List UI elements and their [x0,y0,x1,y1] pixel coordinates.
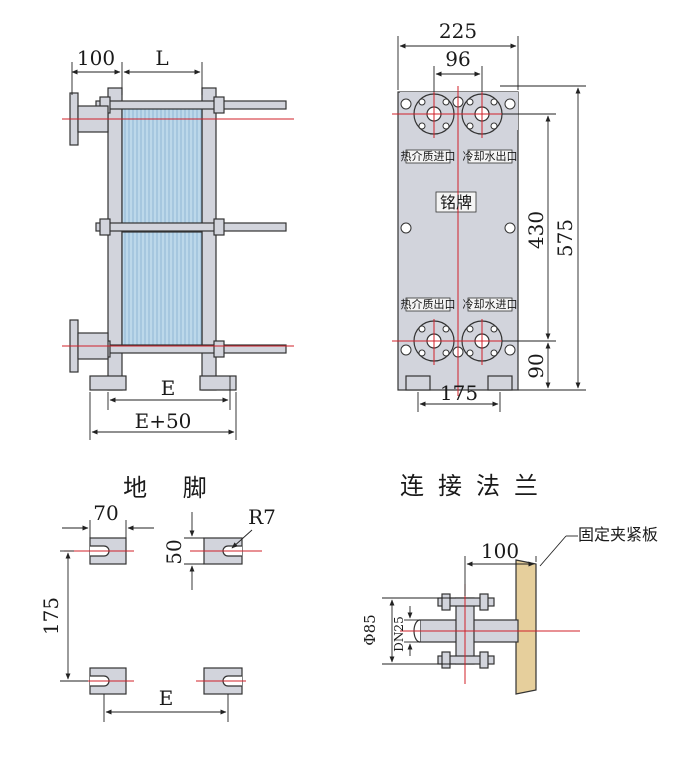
dim-front-430: 430 [524,211,548,249]
label-cold-out: 冷却水出口 [463,149,518,163]
dim-flange-100: 100 [481,539,519,563]
label-hot-in: 热介质进口 [401,150,456,163]
side-view [62,62,294,440]
label-hot-out: 热介质出口 [401,297,456,311]
dim-feet-50: 50 [162,539,186,564]
dim-side-L: L [155,46,168,70]
plate-pack-lower [121,231,203,351]
dim-side-E50: E+50 [135,409,192,433]
dim-feet-E: E [159,686,174,710]
dim-side-left: 100 [77,46,115,70]
label-clamp-plate: 固定夹紧板 [578,525,658,544]
dim-feet-70: 70 [93,501,118,525]
base-foot-left [89,375,127,391]
flange-bolts [437,593,495,669]
feet-title: 地 脚 [123,474,221,502]
dim-front-575: 575 [553,219,577,257]
dim-front-90: 90 [524,353,548,378]
dim-front-175: 175 [440,381,478,405]
plate-pack-upper [121,103,203,225]
dim-side-E: E [161,376,176,400]
front-view [392,36,586,412]
label-cold-in: 冷却水进口 [463,298,518,311]
dim-feet-175: 175 [39,597,63,635]
front-foot-right [487,375,513,391]
side-center-lines [62,118,294,347]
feet-detail [60,512,262,722]
dim-flange-phi85: Φ85 [361,614,379,645]
port-bolt-holes [418,98,498,357]
nameplate-label: 铭牌 [440,193,472,212]
fixed-clamp-plate [515,559,537,695]
base-foot-right [199,375,237,391]
dim-flange-dn25: DN25 [392,616,406,651]
dim-feet-r7: R7 [248,505,276,529]
flange-detail [382,535,580,695]
dim-front-96: 96 [445,47,470,71]
dim-front-225: 225 [439,19,477,43]
flange-title: 连接法兰 [400,472,552,500]
front-foot-left [405,375,431,391]
